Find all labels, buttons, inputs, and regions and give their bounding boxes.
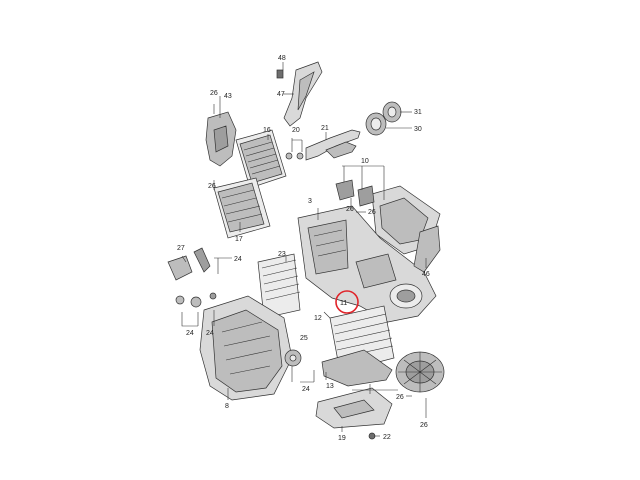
callout-20: 20 xyxy=(292,127,300,134)
part-evaporator-17 xyxy=(213,177,271,239)
callout-26c: 26 xyxy=(368,209,376,216)
callout-24d: 24 xyxy=(302,386,310,393)
callout-19: 19 xyxy=(338,435,346,442)
callout-8: 8 xyxy=(225,403,229,410)
callout-13: 13 xyxy=(326,383,334,390)
callout-26: 26 xyxy=(210,90,218,97)
part-actuator-27 xyxy=(167,247,211,281)
callout-3: 3 xyxy=(308,198,312,205)
callout-24c: 24 xyxy=(206,330,214,337)
callout-23: 23 xyxy=(278,251,286,258)
part-lower-housing-8 xyxy=(199,295,293,401)
callout-12: 12 xyxy=(314,315,322,322)
part-bracket-47 xyxy=(283,61,323,127)
part-seal-ring-31 xyxy=(382,101,402,123)
part-cover-19 xyxy=(315,387,393,429)
part-bracket-13 xyxy=(321,349,393,387)
callout-24: 24 xyxy=(234,256,242,263)
callout-30: 30 xyxy=(414,126,422,133)
callout-43: 43 xyxy=(224,93,232,100)
callout-26e: 26 xyxy=(396,394,404,401)
callout-11: 11 xyxy=(340,300,347,307)
leader-lines xyxy=(181,62,427,437)
callout-labels: 48 47 26 43 16 20 21 31 30 10 26 3 26 26… xyxy=(177,55,430,442)
part-seal-ring-30 xyxy=(365,112,387,136)
callout-48: 48 xyxy=(278,55,286,62)
part-clips-24 xyxy=(175,292,217,308)
callout-16: 16 xyxy=(263,127,271,134)
callout-26d: 26 xyxy=(208,183,216,190)
callout-10: 10 xyxy=(361,158,369,165)
callout-27: 27 xyxy=(177,245,185,252)
part-main-housing-3 xyxy=(297,205,437,323)
callout-21: 21 xyxy=(321,125,329,132)
callout-31: 31 xyxy=(414,109,422,116)
part-blower-motor xyxy=(395,351,445,393)
part-filter-23 xyxy=(257,253,301,319)
callout-26f: 26 xyxy=(420,422,428,429)
callout-26b: 26 xyxy=(346,206,354,213)
callout-17: 17 xyxy=(235,236,243,243)
callout-22: 22 xyxy=(383,434,391,441)
screw-48 xyxy=(276,69,284,79)
part-valves-20 xyxy=(285,152,304,160)
callout-25: 25 xyxy=(300,335,308,342)
callout-24b: 24 xyxy=(186,330,194,337)
highlight-ring xyxy=(335,290,359,314)
callout-47: 47 xyxy=(277,91,285,98)
part-pipes-21 xyxy=(305,129,361,161)
part-bracket-46 xyxy=(413,225,441,273)
part-ring-25 xyxy=(284,349,302,367)
callout-46: 46 xyxy=(422,271,430,278)
part-bracket-43 xyxy=(205,111,237,167)
part-heater-core-16 xyxy=(235,129,287,189)
